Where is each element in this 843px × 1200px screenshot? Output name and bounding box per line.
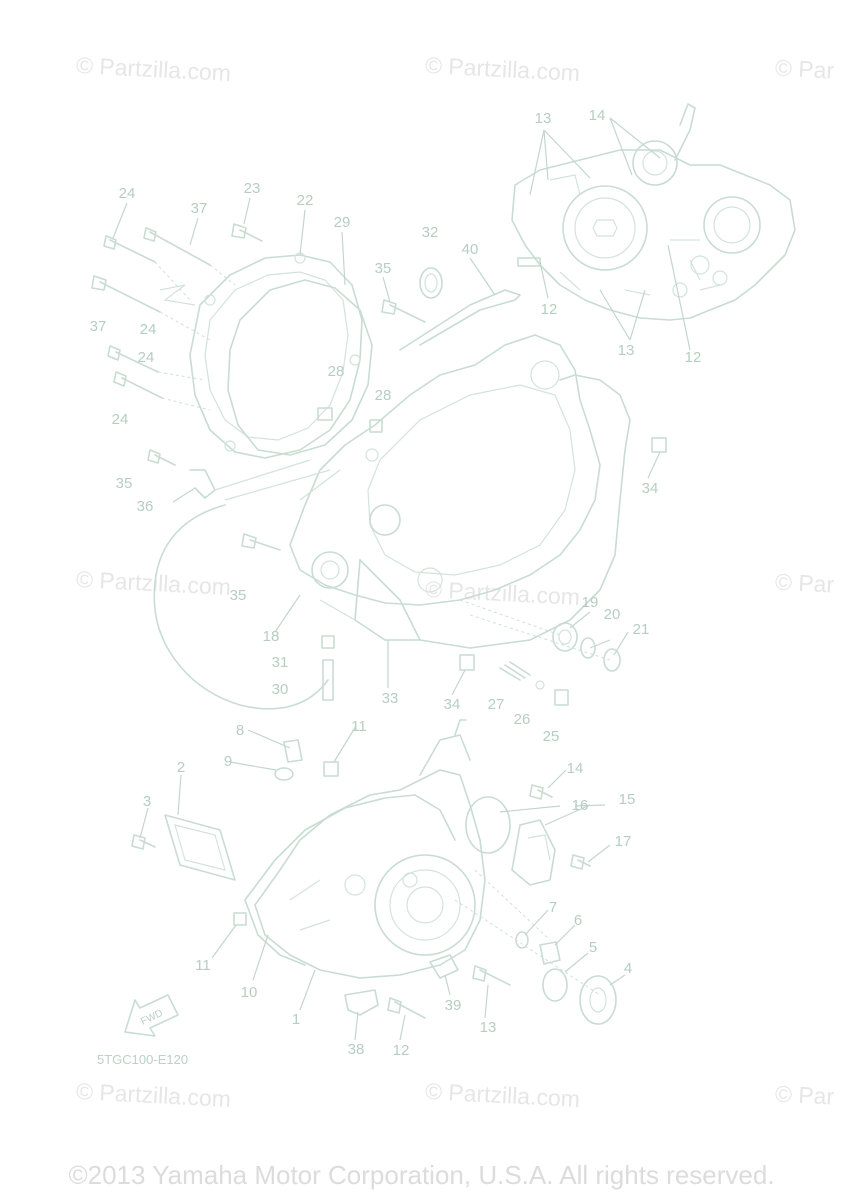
label-18: 18: [263, 628, 280, 645]
label-24: 24: [112, 411, 129, 428]
label-31: 31: [272, 654, 289, 671]
clutch-cover: [189, 252, 363, 459]
label-22: 22: [297, 192, 314, 209]
label-21: 21: [633, 621, 650, 638]
part-labels: 24 37 23 22 29 32 40 35 37 24 24 24 28 2…: [90, 107, 702, 1036]
label-28: 28: [375, 387, 392, 404]
label-7: 7: [549, 899, 557, 916]
bolts-group-top: [91, 223, 263, 411]
label-10: 10: [241, 984, 258, 1001]
label-1: 1: [292, 1011, 300, 1028]
crankcase-cover-center: [289, 334, 601, 621]
exploded-parts-drawing: FWD: [90, 103, 796, 1040]
forward-arrow-icon: FWD: [124, 994, 179, 1037]
label-27: 27: [488, 696, 505, 713]
crankcase-inset: [511, 103, 796, 351]
hose-loop: [147, 449, 335, 710]
label-28: 28: [328, 363, 345, 380]
label-25: 25: [543, 728, 560, 745]
part-labels-lower: 38 12: [348, 1041, 410, 1059]
label-29: 29: [334, 214, 351, 231]
diagram-code: 5TGC100-E120: [97, 1052, 189, 1067]
left-cover-gasket: [244, 794, 456, 966]
label-19: 19: [582, 594, 599, 611]
label-13: 13: [618, 342, 635, 359]
label-24: 24: [138, 349, 155, 366]
label-23: 23: [244, 180, 261, 197]
fwd-label: FWD: [139, 1008, 164, 1028]
label-16: 16: [572, 797, 589, 814]
label-37: 37: [90, 318, 107, 335]
label-4: 4: [624, 960, 632, 977]
label-24: 24: [119, 185, 136, 202]
label-11: 11: [195, 957, 211, 974]
label-6: 6: [574, 912, 582, 929]
label-24: 24: [140, 321, 157, 338]
label-5: 5: [589, 939, 597, 956]
copyright-notice: ©2013 Yamaha Motor Corporation, U.S.A. A…: [68, 1160, 775, 1190]
small-parts-center: [317, 267, 667, 453]
label-8: 8: [236, 722, 244, 739]
label-13: 13: [480, 1019, 497, 1036]
label-38: 38: [348, 1041, 365, 1058]
label-37: 37: [191, 200, 208, 217]
label-34: 34: [642, 480, 659, 497]
label-14: 14: [589, 107, 606, 124]
leader-lines: [112, 197, 661, 1040]
label-15: 15: [619, 791, 636, 808]
label-26: 26: [514, 711, 531, 728]
label-40: 40: [462, 241, 479, 258]
watermark: © Partzilla.com: [75, 1077, 232, 1113]
label-30: 30: [272, 681, 289, 698]
shaft-parts-right: [459, 599, 621, 706]
label-35: 35: [116, 475, 133, 492]
label-13: 13: [535, 110, 552, 127]
label-9: 9: [224, 753, 232, 770]
label-11: 11: [351, 718, 367, 735]
label-3: 3: [143, 793, 151, 810]
label-14: 14: [567, 760, 584, 777]
label-36: 36: [137, 498, 154, 515]
crankcase-gasket: [354, 374, 631, 649]
label-20: 20: [604, 606, 621, 623]
label-32: 32: [422, 224, 439, 241]
label-34: 34: [444, 696, 461, 713]
label-12: 12: [393, 1042, 410, 1059]
watermark: © Partzilla.com: [424, 1077, 581, 1113]
label-12: 12: [541, 301, 558, 318]
label-39: 39: [445, 997, 462, 1014]
label-12: 12: [685, 349, 702, 366]
watermark: © Par: [774, 1080, 835, 1110]
left-crankcase-cover: [254, 719, 486, 979]
label-33: 33: [382, 690, 399, 707]
clutch-cover-gasket: [227, 279, 373, 456]
label-17: 17: [615, 833, 632, 850]
label-35: 35: [230, 587, 247, 604]
label-2: 2: [177, 759, 185, 776]
label-35: 35: [375, 260, 392, 277]
bottom-small-parts: [131, 739, 617, 1025]
